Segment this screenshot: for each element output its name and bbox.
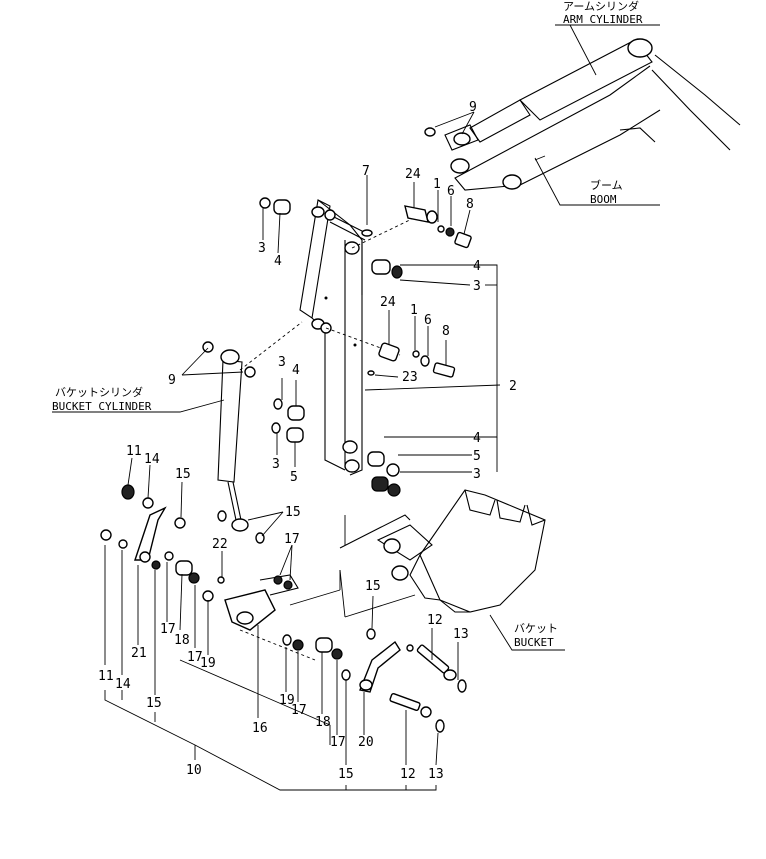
part-number-label: 6 (424, 313, 432, 328)
part-number-label: 17 (187, 650, 203, 665)
part-number-label: 20 (358, 735, 374, 750)
part-number-label: 18 (315, 715, 331, 730)
bucket-cylinder-drawing (202, 321, 303, 544)
part-number-label: 4 (473, 431, 481, 446)
mid-pin-parts (271, 342, 456, 497)
part-number-label: 15 (285, 505, 301, 520)
part-number-label: 3 (278, 355, 286, 370)
boom-en-label: BOOM (590, 193, 617, 206)
part-number-label: 11 (126, 444, 142, 459)
bucket-pin-parts (359, 640, 467, 733)
part-number-label: 14 (115, 677, 131, 692)
arm-drawing (299, 199, 421, 476)
boom-drawing (450, 54, 741, 191)
part-number-label: 16 (252, 721, 268, 736)
part-number-label: 17 (160, 622, 176, 637)
part-number-label: 9 (168, 373, 176, 388)
part-number-label: 4 (274, 254, 282, 269)
upper-pin-parts (259, 197, 472, 279)
part-number-label: 12 (400, 767, 416, 782)
part-number-label: 24 (380, 295, 396, 310)
part-number-label: 4 (473, 259, 481, 274)
part-number-label: 7 (362, 164, 370, 179)
part-number-label: 13 (453, 627, 469, 642)
part-number-label: 10 (186, 763, 202, 778)
part-number-label: 21 (131, 646, 147, 661)
part-number-label: 3 (258, 241, 266, 256)
part-number-label: 4 (292, 363, 300, 378)
part-number-label: 14 (144, 452, 160, 467)
boom-jp-label: ブーム (590, 178, 623, 192)
part-number-label: 2 (509, 379, 517, 394)
part-number-label: 15 (146, 696, 162, 711)
arm-cylinder-drawing (424, 38, 653, 151)
bucket-en-label: BUCKET (514, 636, 554, 649)
part-number-label: 15 (175, 467, 191, 482)
part-number-label: 5 (473, 449, 481, 464)
part-number-label: 3 (473, 279, 481, 294)
part-number-label: 17 (284, 532, 300, 547)
part-number-label: 17 (291, 703, 307, 718)
part-number-label: 3 (473, 467, 481, 482)
part-number-label: 23 (402, 370, 418, 385)
bucket-jp-label: バケット (514, 622, 558, 635)
part-number-label: 6 (447, 184, 455, 199)
part-number-label: 15 (338, 767, 354, 782)
part-number-label: 8 (466, 197, 474, 212)
arm-cylinder-jp-label: アームシリンダ (563, 0, 639, 13)
part-number-label: 15 (365, 579, 381, 594)
part-number-label: 18 (174, 633, 190, 648)
leader-lines (52, 24, 660, 791)
bucket-drawing (339, 489, 546, 613)
part-number-label: 17 (330, 735, 346, 750)
part-number-label: 5 (290, 470, 298, 485)
part-number-label: 19 (200, 656, 216, 671)
part-number-label: 19 (279, 693, 295, 708)
part-number-label: 1 (410, 303, 418, 318)
part-number-label: 12 (427, 613, 443, 628)
linkage-drawing (100, 484, 416, 681)
part-number-label: 22 (212, 537, 228, 552)
part-number-label: 3 (272, 457, 280, 472)
part-number-label: 13 (428, 767, 444, 782)
part-number-label: 11 (98, 669, 114, 684)
bucket-cylinder-en-label: BUCKET CYLINDER (52, 400, 152, 413)
part-number-label: 9 (469, 100, 477, 115)
part-number-label: 1 (433, 177, 441, 192)
part-number-label: 24 (405, 167, 421, 182)
bucket-cylinder-jp-label: バケットシリンダ (55, 385, 143, 399)
arm-cylinder-en-label: ARM CYLINDER (563, 13, 643, 26)
part-number-label: 8 (442, 324, 450, 339)
